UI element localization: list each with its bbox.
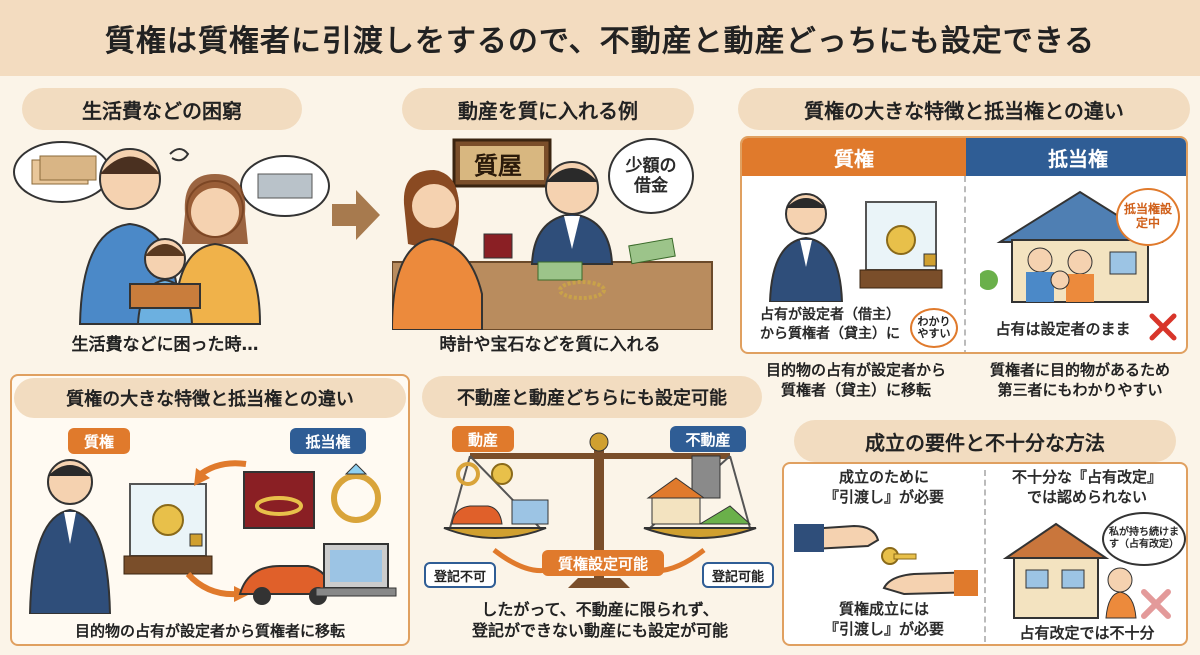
panel6-left-bottom-line2: 『引渡し』が必要 [823, 619, 944, 638]
panel4-caption: 目的物の占有が設定者から質権者に移転 [74, 622, 345, 640]
panel5-caption-line2: 登記ができない動産にも設定が可能 [471, 620, 728, 640]
panel5-caption: したがって、不動産に限られず、 登記ができない動産にも設定が可能 [420, 600, 780, 642]
panel6-left-top-line2: 『引渡し』が必要 [823, 487, 944, 506]
panel3-bottom-left-line2: 質権者（貸主）に移転 [780, 381, 931, 400]
panel1-heading: 生活費などの困窮 [22, 88, 302, 130]
panel6-heading: 成立の要件と不十分な方法 [794, 420, 1176, 462]
house-retained-illustration [1002, 522, 1171, 619]
panel6-left-bottom: 質権成立には 『引渡し』が必要 [788, 600, 980, 639]
panel6-right-top-line2: では認められない [1026, 487, 1147, 506]
panel5-left-badge: 登記不可 [424, 562, 496, 588]
panel6-right-top: 不十分な『占有改定』 では認められない [988, 468, 1186, 507]
arrow-right-icon [332, 190, 380, 240]
panel6-left-top: 成立のために 『引渡し』が必要 [788, 468, 980, 507]
key-handover-illustration [794, 524, 978, 596]
panel5-right-badge: 登記可能 [702, 562, 774, 588]
panel6-divider [984, 470, 986, 642]
panel3-bottom-right-line2: 第三者にもわかりやすい [997, 381, 1163, 400]
pawnshop-illustration [392, 138, 713, 330]
panel1-caption: 生活費などに困った時… [71, 335, 259, 355]
title-bar: 質権は質権者に引渡しをするので、不動産と動産どっちにも設定できる [0, 0, 1200, 76]
panel6-card: 成立のために 『引渡し』が必要 不十分な『占有改定』 では認められない 私が持ち… [782, 462, 1188, 646]
panel6-bubble: 私が持ち続けます（占有改定） [1102, 512, 1186, 566]
panel2-heading: 動産を質に入れる例 [402, 88, 694, 130]
panel3-right-header: 抵当権 [966, 138, 1186, 176]
shop-sign-text: 質屋 [474, 152, 522, 180]
panel5-heading: 不動産と動産どちらにも設定可能 [422, 376, 762, 418]
panel2-caption: 時計や宝石などを質に入れる [439, 335, 661, 355]
panel3-right-note: 占有は設定者のまま [995, 320, 1131, 338]
panel6-right-bottom: 占有改定では不十分 [1019, 624, 1155, 642]
panel6-right-top-line1: 不十分な『占有改定』 [1011, 468, 1162, 486]
watch-case-illustration [768, 193, 943, 302]
panel2-bubble: 少額の借金 [608, 138, 694, 214]
cross-mark-icon [1149, 313, 1177, 341]
family-illustration [13, 141, 330, 325]
panel3-divider [964, 176, 966, 352]
panel3-left-note: 占有が設定者（借主） から質権者（貸主）に [750, 306, 910, 344]
page-title: 質権は質権者に引渡しをするので、不動産と動産どっちにも設定できる [104, 24, 1096, 59]
panel4-illustration [28, 459, 397, 614]
panel4-tag-right: 抵当権 [290, 428, 366, 454]
panel3-bottom-right-line1: 質権者に目的物があるため [989, 361, 1170, 379]
panel3-heading: 質権の大きな特徴と抵当権との違い [738, 88, 1190, 130]
panel6-left-top-line1: 成立のために [838, 468, 929, 486]
panel3-bottom-left: 目的物の占有が設定者から 質権者（貸主）に移転 [744, 360, 968, 401]
panel3-card: 質権 抵当権 占有が設定者（借主） から質権者（貸主）に わかりやすい 抵当権設… [740, 136, 1188, 354]
panel3-bottom-left-line1: 目的物の占有が設定者から [765, 361, 946, 379]
ring-box [483, 233, 513, 259]
panel3-left-header: 質権 [742, 138, 966, 176]
panel3-bottom-right: 質権者に目的物があるため 第三者にもわかりやすい [968, 360, 1192, 401]
house-badge: 抵当権設定中 [1116, 188, 1180, 246]
panel5-caption-line1: したがって、不動産に限られず、 [481, 600, 719, 619]
panel4-heading: 質権の大きな特徴と抵当権との違い [14, 378, 406, 418]
panel6-left-bottom-line1: 質権成立には [838, 600, 929, 618]
panel3-left-note-line1: 占有が設定者（借主） [760, 307, 900, 323]
panel3-left-note-line2: から質権者（貸主）に [760, 325, 900, 342]
balance-scale-illustration [443, 432, 757, 588]
panel5-tag-left: 動産 [452, 426, 514, 452]
panel5-center-badge: 質権設定可能 [542, 550, 664, 576]
panel4-tag-left: 質権 [68, 428, 130, 454]
panel5-tag-right: 不動産 [670, 426, 746, 452]
easy-badge: わかりやすい [910, 308, 958, 348]
